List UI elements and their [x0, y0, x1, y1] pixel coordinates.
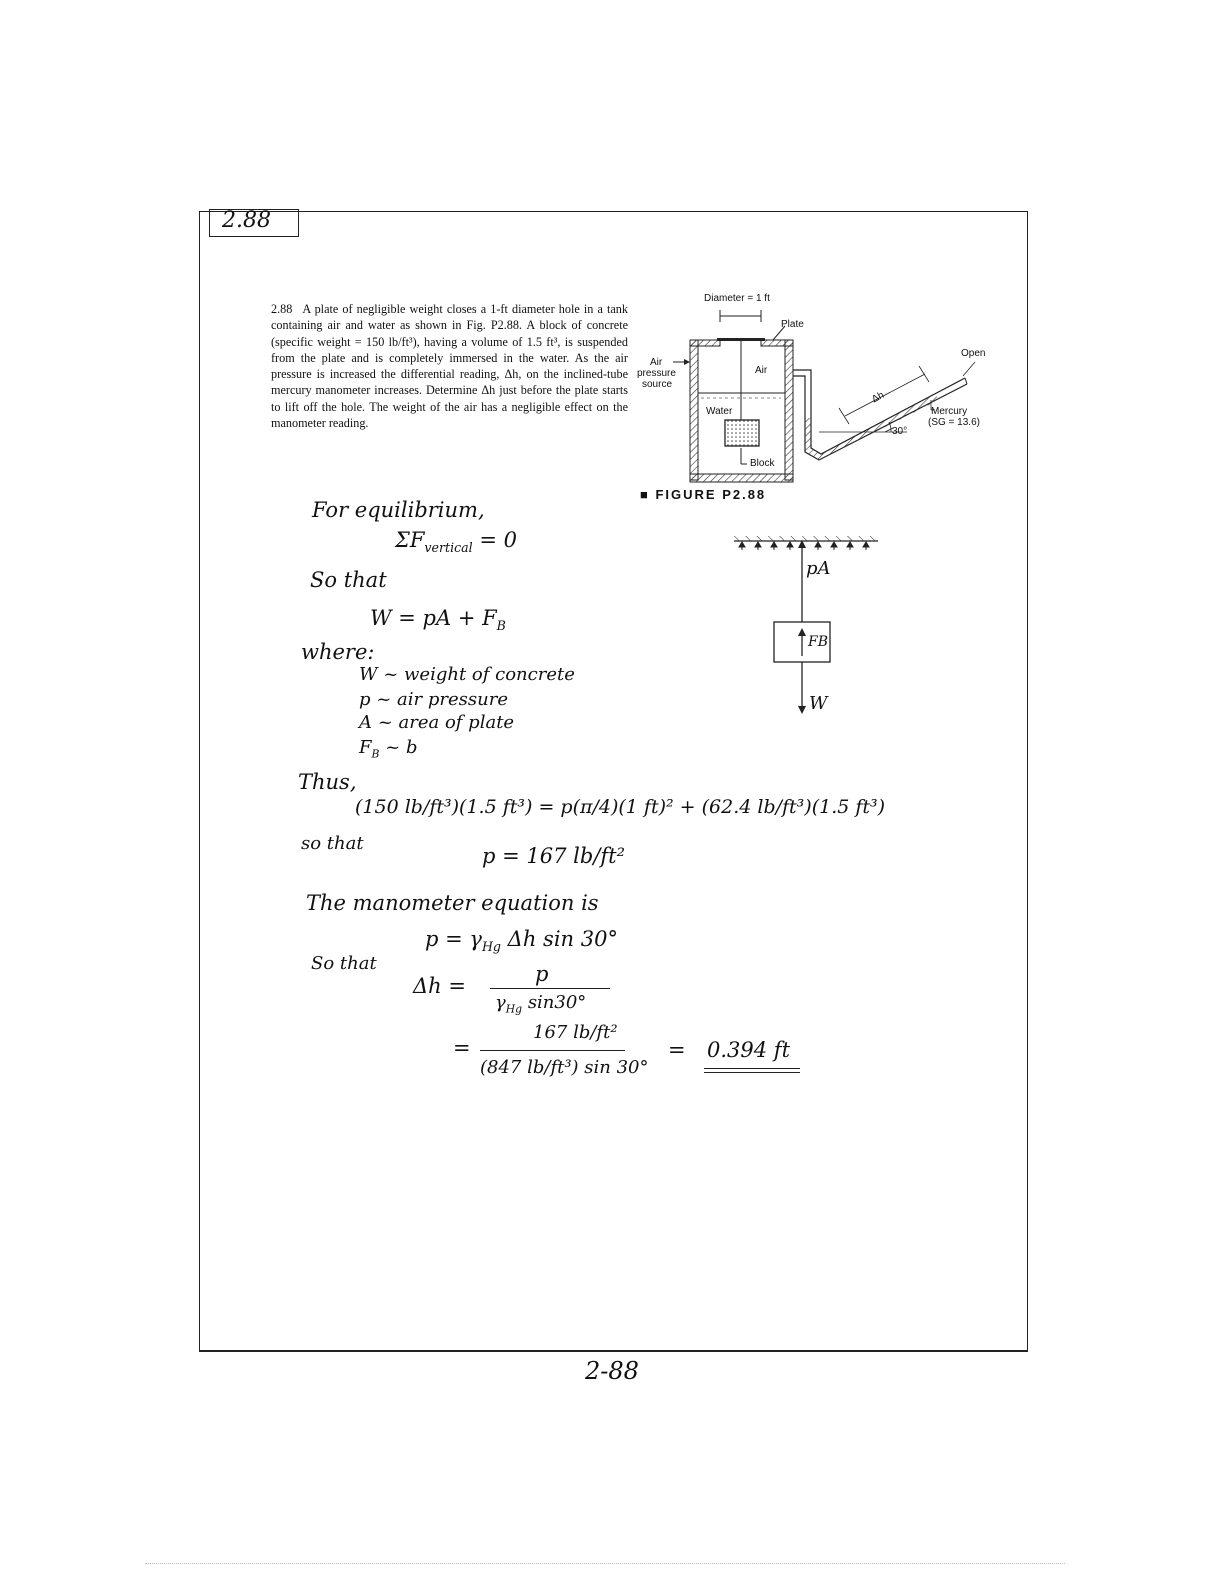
water-label: Water [706, 406, 733, 417]
fbd-w-label: W [809, 693, 828, 714]
figure-caption: ■ FIGURE P2.88 [640, 487, 767, 502]
solution-line-9: FB ~ b [359, 737, 418, 761]
solution-line-1: For equilibrium, [312, 498, 485, 522]
page-number: 2-88 [585, 1357, 639, 1385]
free-body-diagram [734, 536, 878, 714]
solution-line-4: W = pA + FB [370, 606, 506, 634]
diameter-label: Diameter = 1 ft [704, 293, 770, 304]
dh-eq-sign: = [453, 1036, 471, 1060]
angle-label: 30° [892, 426, 908, 437]
dh-fraction-bar [490, 988, 610, 989]
dh-lhs: Δh = [413, 974, 466, 998]
problem-number: 2.88 [271, 302, 293, 316]
air-source-label-1: Air [650, 357, 663, 368]
air-source-label-2: pressure [637, 368, 676, 379]
solution-line-15: p = γHg Δh sin 30° [425, 927, 618, 955]
solution-line-12: so that [301, 833, 364, 854]
answer-underline [704, 1068, 800, 1073]
problem-tag-box [209, 209, 299, 237]
solution-line-3: So that [310, 568, 387, 592]
dh-denominator: γHg sin30° [495, 992, 587, 1016]
final-answer: 0.394 ft [707, 1038, 791, 1062]
dh-numerator: p [535, 962, 549, 986]
solution-line-2: ΣFvertical = 0 [395, 528, 518, 556]
mercury-label: Mercury [931, 406, 968, 417]
dh-value-denominator: (847 lb/ft³) sin 30° [480, 1057, 649, 1078]
solution-line-8: A ~ area of plate [359, 712, 515, 733]
solution-line-7: p ~ air pressure [359, 689, 508, 710]
answer-eq-sign: = [668, 1038, 686, 1062]
air-source-label-3: source [642, 379, 673, 390]
problem-tag: 2.88 [222, 208, 271, 233]
air-label: Air [755, 365, 768, 376]
dh-value-numerator: 167 lb/ft² [533, 1022, 618, 1043]
problem-text: A plate of negligible weight closes a 1-… [271, 302, 628, 431]
page-frame [199, 211, 1028, 1352]
open-label: Open [961, 348, 986, 359]
solution-line-13: p = 167 lb/ft² [482, 844, 626, 868]
fbd-pa-label: pA [806, 558, 831, 579]
solution-line-16: So that [311, 953, 377, 974]
solution-line-14: The manometer equation is [306, 891, 599, 915]
sg-label: (SG = 13.6) [928, 417, 980, 428]
plate-label: Plate [781, 319, 804, 330]
block-label: Block [750, 458, 775, 469]
fbd-fb-label: FB [808, 634, 829, 650]
solution-line-11: (150 lb/ft³)(1.5 ft³) = p(π/4)(1 ft)² + … [355, 796, 886, 818]
tank-figure [673, 310, 976, 483]
scan-edge [145, 1563, 1065, 1564]
solution-line-5: where: [301, 640, 375, 664]
dh-value-fraction-bar [480, 1050, 625, 1051]
solution-line-10: Thus, [298, 770, 357, 794]
solution-line-6: W ~ weight of concrete [359, 664, 575, 685]
